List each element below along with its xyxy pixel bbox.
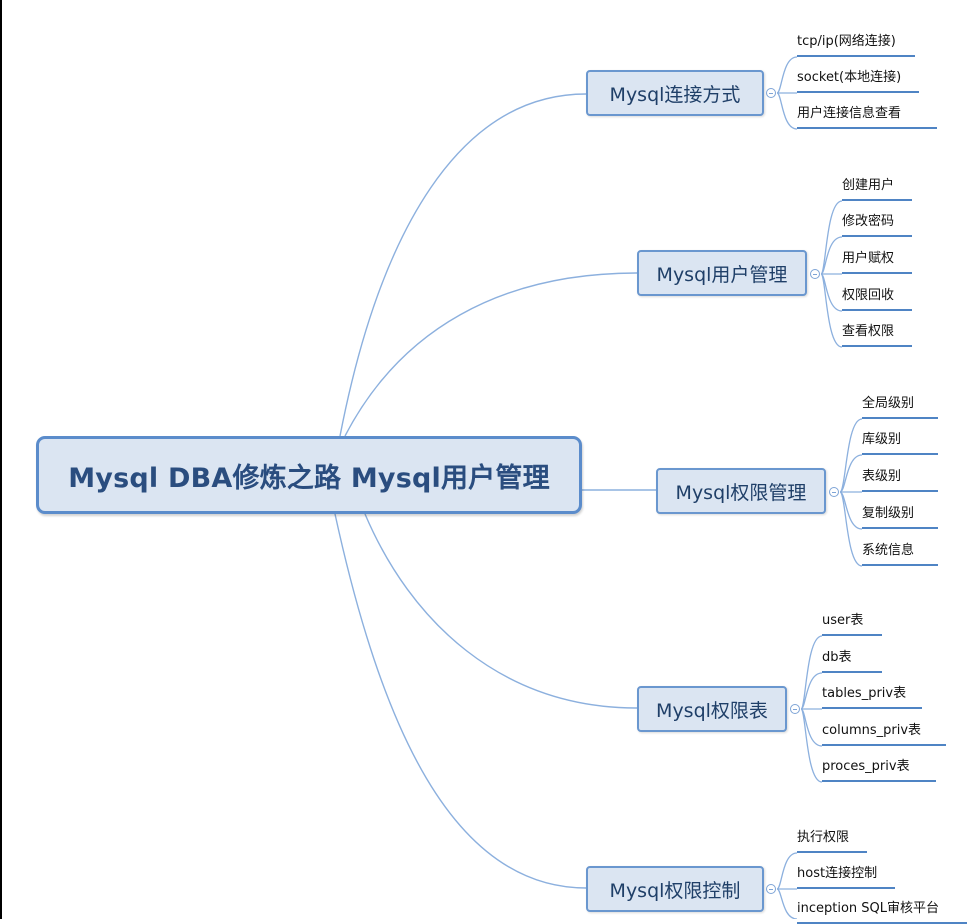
collapse-toggle-icon[interactable]	[829, 487, 839, 497]
collapse-toggle-icon[interactable]	[810, 269, 820, 279]
collapse-toggle-icon[interactable]	[766, 884, 776, 894]
branch-topic-privilege-tables[interactable]: Mysql权限表	[637, 686, 787, 732]
leaf-topic[interactable]: 表级别	[862, 468, 938, 492]
leaf-topic[interactable]: 全局级别	[862, 395, 938, 419]
leaf-topic[interactable]: 修改密码	[842, 213, 912, 237]
leaf-topic[interactable]: 用户连接信息查看	[797, 105, 937, 129]
leaf-topic[interactable]: 系统信息	[862, 542, 938, 566]
leaf-topic[interactable]: 执行权限	[797, 829, 867, 853]
branch-topic-user-management[interactable]: Mysql用户管理	[637, 250, 807, 296]
branch-topic-privilege-control[interactable]: Mysql权限控制	[586, 866, 764, 912]
branch-topic-connection[interactable]: Mysql连接方式	[586, 70, 764, 116]
leaf-topic[interactable]: inception SQL审核平台	[797, 900, 967, 924]
leaf-topic[interactable]: columns_priv表	[822, 722, 946, 746]
leaf-topic[interactable]: 创建用户	[842, 177, 912, 201]
leaf-topic[interactable]: tcp/ip(网络连接)	[797, 33, 915, 57]
leaf-topic[interactable]: proces_priv表	[822, 758, 936, 782]
leaf-topic[interactable]: db表	[822, 649, 882, 673]
leaf-topic[interactable]: 查看权限	[842, 323, 912, 347]
branch-topic-privilege-management[interactable]: Mysql权限管理	[656, 468, 826, 514]
leaf-topic[interactable]: 库级别	[862, 431, 938, 455]
leaf-topic[interactable]: host连接控制	[797, 865, 895, 889]
collapse-toggle-icon[interactable]	[766, 88, 776, 98]
leaf-topic[interactable]: socket(本地连接)	[797, 69, 919, 93]
leaf-topic[interactable]: user表	[822, 612, 882, 636]
leaf-topic[interactable]: 用户赋权	[842, 250, 912, 274]
window-left-border	[0, 0, 2, 919]
leaf-topic[interactable]: 权限回收	[842, 287, 912, 311]
central-topic[interactable]: Mysql DBA修炼之路 Mysql用户管理	[36, 436, 582, 514]
leaf-topic[interactable]: tables_priv表	[822, 685, 922, 709]
leaf-topic[interactable]: 复制级别	[862, 505, 938, 529]
collapse-toggle-icon[interactable]	[790, 704, 800, 714]
